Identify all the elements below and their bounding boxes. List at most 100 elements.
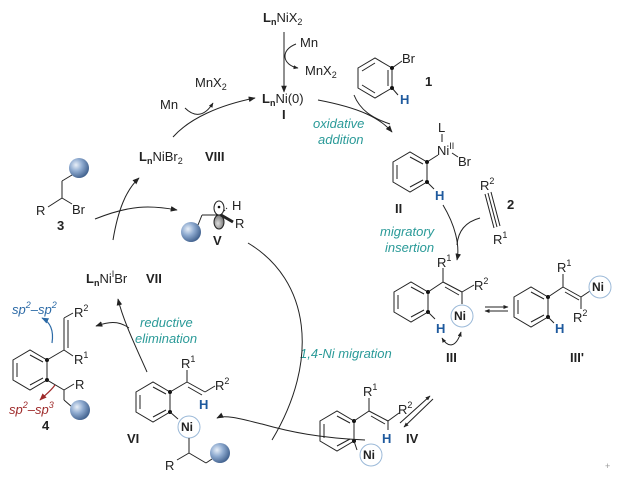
label-III: III [446,350,457,365]
svg-text:LnNi(0): LnNi(0) [262,91,304,108]
radical-dot [217,205,221,209]
intermediate-VIII: LnNiBr2 VIII [139,149,225,166]
arrow-VI-to-VII [116,298,148,373]
svg-text:Br: Br [458,154,472,169]
mn-curved-arrow [284,43,299,70]
label-V: V [213,233,222,248]
svg-text:Ni: Ni [181,420,193,434]
svg-text:R: R [165,458,174,473]
step-oxidative-addition: oxidative [313,116,364,131]
svg-text:LnNiIBr: LnNiIBr [86,269,128,288]
svg-text:H: H [382,431,391,446]
arrow-2-join [456,217,481,246]
ni-circle [588,275,612,299]
svg-text:Ni: Ni [363,448,375,462]
svg-text:H: H [435,188,444,203]
product-4: R2 R1 R 4 sp2–sp2 sp2–sp3 [9,300,90,433]
mn-label: Mn [300,35,318,50]
intermediate-II: L NiII Br H II [392,120,472,216]
label-VIII: VIII [205,149,225,164]
arc-V-to-VI [247,242,303,441]
substituent-sphere [70,400,90,420]
step-migratory-insertion: migratory [380,224,436,239]
ligand-L: L [263,10,271,25]
svg-text:H: H [400,92,409,107]
label-II: II [395,201,402,216]
svg-text:R2: R2 [480,176,494,193]
intermediate-III-prime: R1 Ni R2 H III' [513,258,612,365]
svg-text:H: H [436,321,445,336]
precatalyst-LnNiX2: LnNiX2 [263,10,302,27]
intermediate-V-alkyl-radical: H R V [181,198,244,248]
svg-text:R1: R1 [437,253,451,270]
equilibrium-arrow-III-IIIprime [484,305,509,313]
mnx2-label: MnX2 [305,63,337,80]
svg-text:H: H [199,397,208,412]
svg-text:R: R [75,377,84,392]
svg-text:addition: addition [318,132,364,147]
step-reductive-elimination: reductive [140,315,193,330]
svg-text:R2: R2 [74,303,88,320]
intermediate-VI: R1 R2 H Ni VI R [127,354,230,473]
alkyne-2: R2 R1 2 [480,176,514,247]
svg-text:R2: R2 [573,308,587,325]
svg-text:NiII: NiII [437,141,454,158]
equilibrium-arrow-III-IV [399,395,434,428]
substrate-3-alkyl-bromide: R Br 3 [36,158,89,233]
label-I: I [282,107,286,122]
substituent-sphere [181,222,201,242]
arrow-VIII-to-I [172,96,256,138]
intermediate-III: R1 R2 Ni H III [393,253,488,365]
svg-text:R1: R1 [363,382,377,399]
label-3: 3 [57,218,64,233]
substituent-sphere [210,443,230,463]
svg-text:R1: R1 [181,354,195,371]
arrow-VII-to-VIII [112,177,140,241]
svg-text:Ni: Ni [592,280,604,294]
label-4: 4 [42,418,50,433]
svg-text:R1: R1 [493,230,507,247]
svg-text:R: R [235,216,244,231]
label-1: 1 [425,74,432,89]
svg-text:R: R [36,203,45,218]
svg-text:LnNiBr2: LnNiBr2 [139,149,183,166]
arrow-IV-to-VI [216,412,366,441]
ni-circle [359,443,383,467]
label-III-prime: III' [570,350,584,365]
svg-text:H: H [555,321,564,336]
label-VI: VI [127,431,139,446]
intermediate-I: LnNi(0) I [262,91,304,122]
step-14-ni-migration: 1,4-Ni migration [300,346,392,361]
sp2-sp3-bond-arrow [39,384,56,401]
sp2-sp3-label: sp2–sp3 [9,400,54,417]
label-2: 2 [507,197,514,212]
arrow-1-join [353,94,391,125]
mn-left-curved-arrow [184,102,214,115]
arrow-II-to-III [442,204,461,261]
svg-text:R2: R2 [398,400,412,417]
svg-text:R1: R1 [74,350,88,367]
svg-text:Br: Br [72,202,86,217]
svg-text:L: L [438,120,445,135]
svg-text:R1: R1 [557,258,571,275]
svg-text:H: H [232,198,241,213]
h-ni-exchange-arrow [441,331,462,346]
sp2-sp2-bond-arrow [41,317,54,344]
corner-mark: + [605,461,610,471]
substrate-1-bromobenzene: Br H 1 [357,51,432,107]
arrow-3-to-V [94,206,178,220]
label-IV: IV [406,431,419,446]
p-orbital-lower-lobe [213,214,225,230]
svg-text:R2: R2 [215,376,229,393]
arrow-I-to-II [317,99,393,133]
mnx2-left-label: MnX2 [195,75,227,92]
intermediate-VII: LnNiIBr VII [86,269,162,288]
svg-text:Ni: Ni [454,309,466,323]
sp2-sp2-label: sp2–sp2 [12,300,57,317]
substituent-sphere [69,158,89,178]
svg-text:LnNiX2: LnNiX2 [263,10,302,27]
svg-text:insertion: insertion [385,240,434,255]
label-VII: VII [146,271,162,286]
svg-text:R2: R2 [474,276,488,293]
